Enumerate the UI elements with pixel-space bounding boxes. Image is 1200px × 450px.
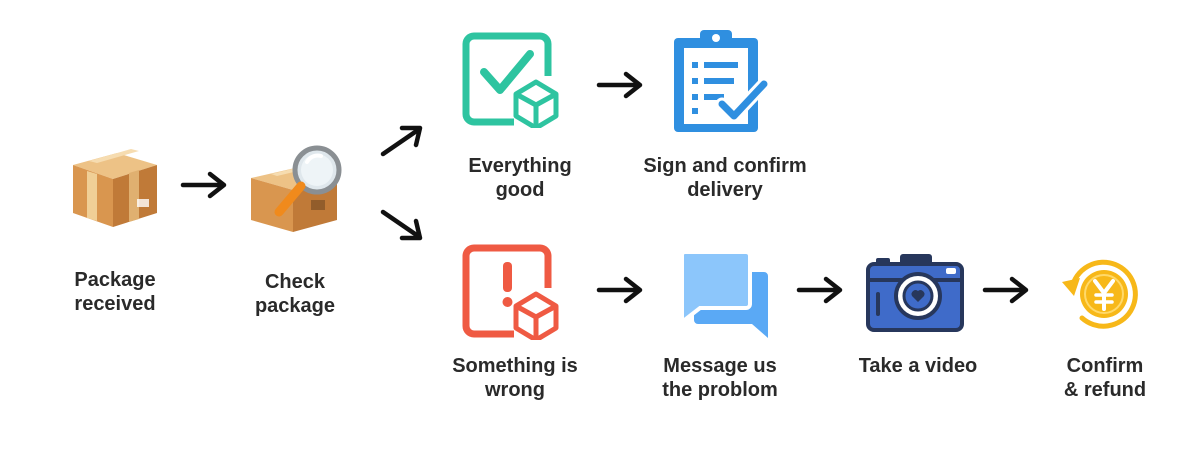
arrow-right-icon (596, 70, 646, 100)
step-label-package-received: Package received (40, 268, 190, 316)
chat-bubbles-icon (676, 250, 772, 342)
package-box-icon (65, 135, 165, 235)
label-line: good (495, 179, 545, 201)
step-label-everything-good: Everything good (440, 154, 600, 202)
label-line: Check (264, 271, 326, 293)
label-line: Something is (452, 355, 578, 377)
step-label-something-wrong: Something is wrong (430, 354, 600, 402)
clipboard-icon (670, 28, 770, 134)
camera-icon (866, 252, 966, 332)
label-line: Everything (468, 155, 572, 177)
label-line: wrong (485, 379, 545, 401)
arrow-right-icon (796, 275, 846, 305)
arrow-up-right-icon (378, 120, 426, 160)
magnifier-box-icon (245, 140, 355, 240)
check-box-icon (460, 32, 560, 128)
label-line: Message us (663, 355, 777, 377)
arrow-right-icon (180, 170, 230, 200)
step-label-confirm-refund: Confirm & refund (1030, 354, 1180, 402)
step-label-message-us: Message us the problom (640, 354, 800, 402)
label-line: Confirm (1066, 355, 1144, 377)
arrow-right-icon (982, 275, 1032, 305)
step-label-check-package: Check package (220, 270, 370, 318)
arrow-down-right-icon (378, 206, 426, 246)
step-label-sign-confirm: Sign and confirm delivery (630, 154, 820, 202)
label-line: Take a video (858, 355, 978, 377)
label-line: the problom (662, 379, 778, 401)
label-line: Sign and confirm (643, 155, 807, 177)
yen-coin-refund-icon (1060, 252, 1144, 336)
label-line: received (74, 293, 156, 315)
arrow-right-icon (596, 275, 646, 305)
warning-box-icon (460, 244, 560, 340)
label-line: & refund (1063, 379, 1147, 401)
step-label-take-video: Take a video (838, 354, 998, 378)
label-line: delivery (687, 179, 763, 201)
label-line: Package (74, 269, 156, 291)
label-line: package (254, 295, 336, 317)
